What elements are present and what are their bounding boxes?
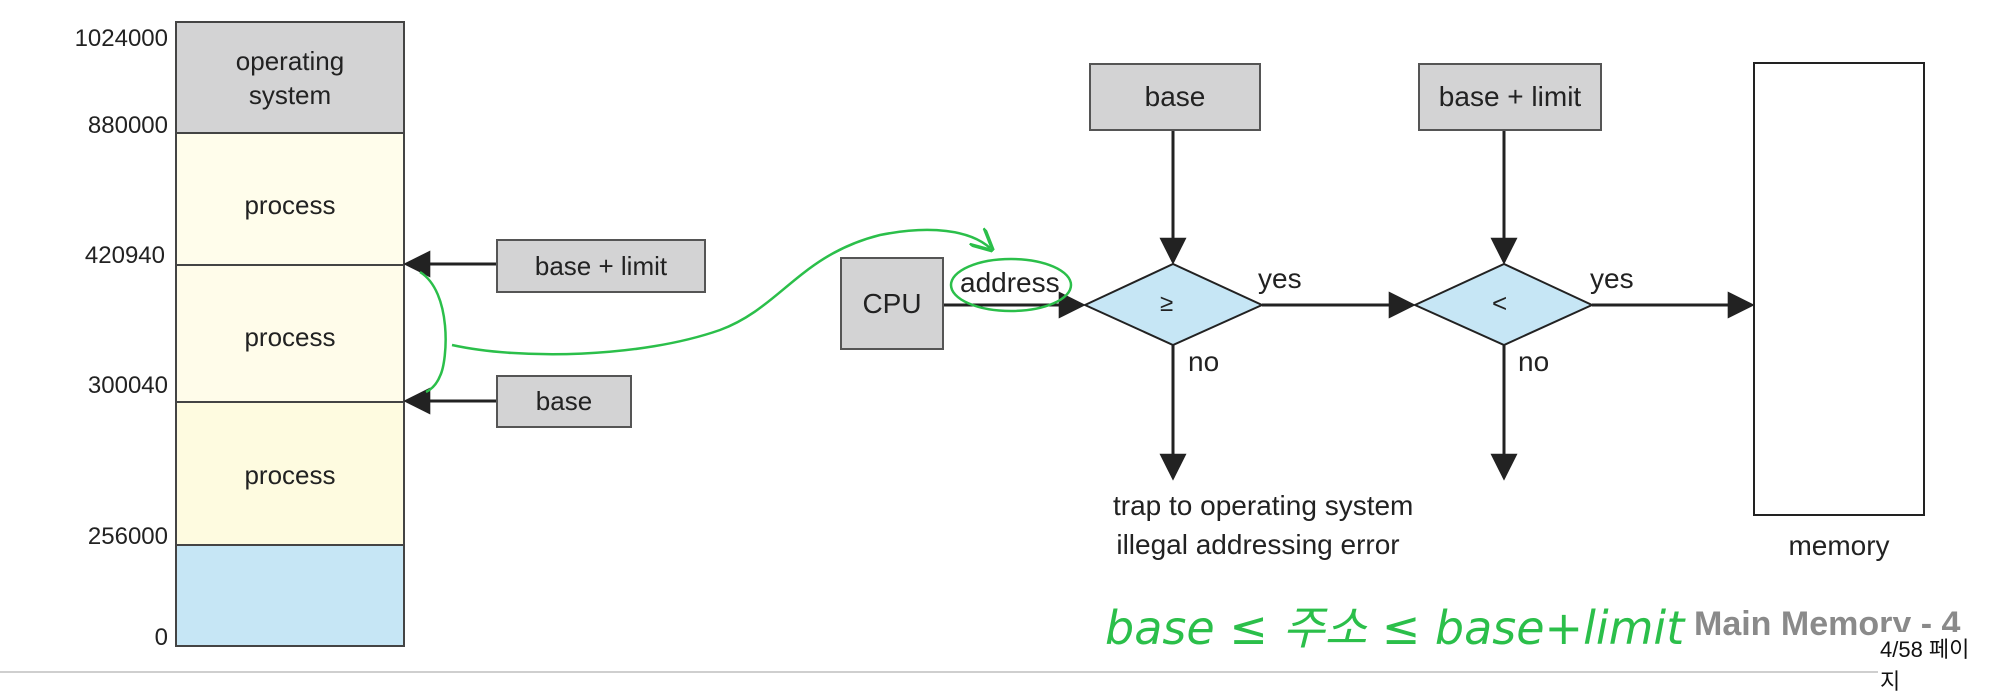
address-label-256000: 256000 (87, 523, 168, 550)
segment-process-1 (175, 132, 405, 266)
no-label-1: no (1188, 346, 1220, 377)
slide-canvas: 1024000 880000 420940 300040 256000 0 op… (0, 21, 1991, 696)
address-label-0: 0 (154, 624, 168, 651)
base-limit-register-box: base + limit (1418, 63, 1602, 131)
segment-process-2 (175, 264, 405, 403)
no-label-2: no (1518, 346, 1550, 377)
handwritten-inequality: base ≤ 주소 ≤ base+limit (1105, 601, 1685, 655)
segment-label-process-1: process (244, 190, 336, 220)
address-label-880000: 880000 (87, 112, 168, 139)
base-register-box: base (1089, 63, 1261, 131)
address-label-300040: 300040 (87, 372, 168, 399)
segment-label-process-2: process (244, 322, 336, 352)
segment-os (175, 21, 405, 134)
trap-line-2: illegal addressing error (1116, 529, 1400, 560)
address-label: address (960, 267, 1060, 298)
address-label-420940: 420940 (84, 242, 165, 269)
segment-process-3 (175, 401, 405, 546)
cpu-box: CPU (840, 257, 944, 350)
yes-label-1: yes (1258, 263, 1302, 294)
segment-free (175, 544, 405, 647)
page-indicator: 4/58 페이지 (1878, 632, 1991, 696)
handwritten-bracket (419, 270, 447, 394)
segment-label-os: operating system (235, 46, 345, 110)
handwritten-address-circle (949, 257, 1073, 313)
memory-label: memory (1788, 530, 1890, 561)
base-pointer-box: base (496, 375, 632, 428)
diagram-svg (0, 21, 1991, 673)
segment-label-process-3: process (244, 460, 336, 490)
lt-symbol: < (1492, 288, 1508, 318)
memory-box (1753, 62, 1925, 516)
address-label-1024000: 1024000 (74, 25, 168, 52)
yes-label-2: yes (1590, 263, 1634, 294)
trap-line-1: trap to operating system (1113, 490, 1414, 521)
compare-ge-diamond (1082, 262, 1265, 347)
ge-symbol: ≥ (1160, 290, 1174, 317)
handwritten-curve-arrow (451, 230, 990, 356)
base-limit-pointer-box: base + limit (496, 239, 706, 293)
